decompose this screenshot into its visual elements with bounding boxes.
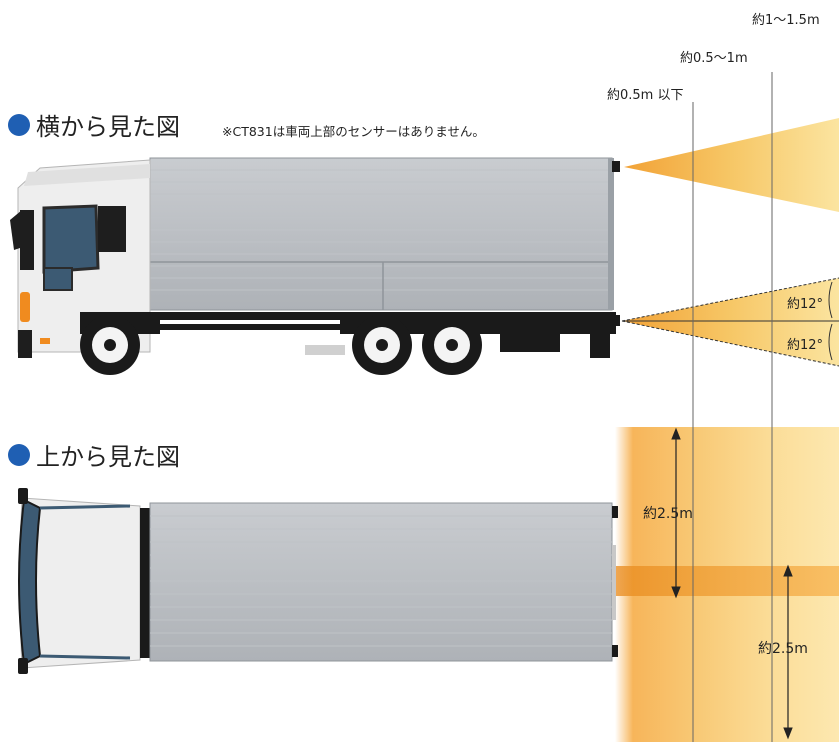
side-view-title: 横から見た図: [36, 113, 180, 141]
windshield-top: [18, 498, 42, 666]
cargo-side-ribs: [150, 169, 612, 291]
left-width-arrow: [671, 427, 681, 599]
top-view-title: 上から見た図: [36, 443, 180, 471]
bullet-dot: [8, 113, 30, 136]
cargo-box-side: [149, 157, 613, 311]
right-width-arrow: [783, 564, 793, 740]
rear-wheel-2: [422, 315, 482, 375]
lower-beam-lower-edge: [621, 320, 839, 367]
truck-side: [10, 157, 620, 375]
upper-sensor-beam: [624, 118, 839, 212]
lower-sensor-beam: [622, 278, 839, 366]
side-guard: [160, 320, 340, 344]
upper-rear-sensor: [612, 161, 620, 172]
angle-label-upper: 約12°: [787, 297, 824, 312]
top-rear-sensor-right: [612, 645, 618, 657]
rear-wheel-1: [352, 315, 412, 375]
upper-angle-arc: [828, 281, 833, 319]
lower-beam-upper-edge: [621, 277, 839, 322]
sensor-note: ※CT831は車両上部のセンサーはありません。: [222, 124, 485, 139]
front-wheel: [80, 315, 140, 375]
width-label-left: 約2.5m: [643, 506, 693, 522]
distance-label-under-05: 約0.5m 以下: [607, 88, 684, 103]
cab-window: [42, 204, 100, 274]
top-center-band: [615, 566, 839, 596]
top-rear-sensor-left: [612, 506, 618, 518]
side-view-heading: 横から見た図: [8, 107, 180, 142]
lower-angle-arc: [828, 323, 833, 361]
angle-label-lower: 約12°: [787, 338, 824, 353]
distance-label-05-1: 約0.5〜1m: [680, 51, 748, 66]
width-label-right: 約2.5m: [758, 641, 808, 657]
side-marker-light: [20, 292, 30, 322]
distance-label-1-15: 約1〜1.5m: [752, 13, 820, 28]
bullet-dot: [8, 443, 30, 466]
top-view-heading: 上から見た図: [8, 437, 180, 472]
cargo-box-top: [149, 502, 613, 662]
truck-top: [18, 488, 618, 674]
